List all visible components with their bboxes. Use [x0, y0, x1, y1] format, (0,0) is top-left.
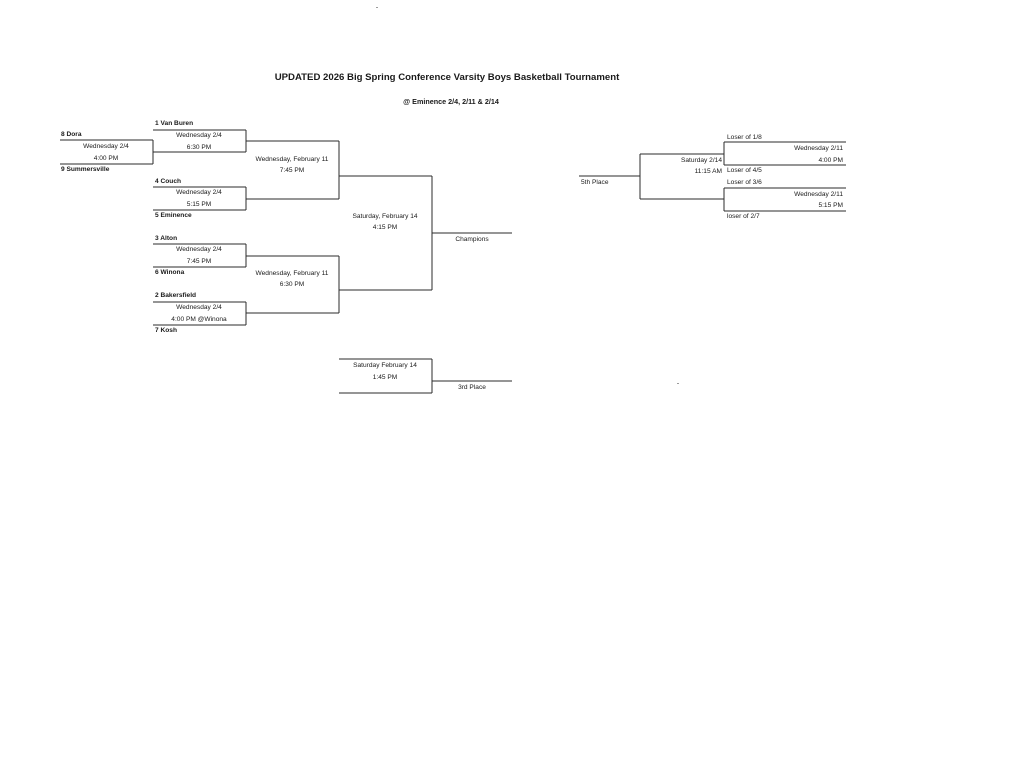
game-day: Saturday 2/14	[680, 157, 722, 164]
game-day: Saturday, February 14	[352, 213, 418, 220]
scan-speck	[376, 7, 378, 8]
game-time: 5:15 PM	[186, 201, 212, 208]
loser-4-5: Loser of 4/5	[727, 167, 762, 174]
game-time: 6:30 PM	[186, 144, 212, 151]
game-day: Wednesday 2/11	[794, 145, 843, 152]
team-alton: 3 Alton	[155, 235, 178, 242]
game-day: Wednesday 2/4	[176, 304, 222, 311]
game-day: Wednesday 2/4	[176, 246, 222, 253]
game-day: Wednesday, February 11	[255, 156, 329, 163]
team-eminence: 5 Eminence	[155, 212, 192, 219]
page-subtitle: @ Eminence 2/4, 2/11 & 2/14	[403, 97, 499, 106]
game-time: 7:45 PM	[186, 258, 212, 265]
team-dora: 8 Dora	[61, 131, 82, 138]
scan-speck	[677, 383, 679, 384]
team-winona: 6 Winona	[155, 269, 185, 276]
game-time: 7:45 PM	[279, 167, 305, 174]
game-time: 11:15 AM	[694, 168, 722, 175]
loser-1-8: Loser of 1/8	[727, 134, 762, 141]
game-day: Wednesday 2/4	[83, 143, 129, 150]
game-day: Wednesday 2/4	[176, 189, 222, 196]
third-place-label: 3rd Place	[458, 384, 486, 391]
champions-label: Champions	[455, 236, 489, 243]
team-kosh: 7 Kosh	[155, 327, 177, 334]
game-day: Wednesday 2/11	[794, 191, 843, 198]
game-time: 4:00 PM	[93, 155, 119, 162]
team-couch: 4 Couch	[155, 178, 182, 185]
game-time: 4:15 PM	[372, 224, 398, 231]
game-time: 4:00 PM	[818, 157, 843, 164]
game-time: 4:00 PM @Winona	[171, 316, 227, 323]
page-title: UPDATED 2026 Big Spring Conference Varsi…	[274, 72, 620, 83]
loser-2-7: loser of 2/7	[727, 213, 760, 220]
team-summersville: 9 Summersville	[61, 166, 110, 173]
game-time: 1:45 PM	[372, 374, 398, 381]
game-day: Wednesday, February 11	[255, 270, 329, 277]
game-day: Wednesday 2/4	[176, 132, 222, 139]
team-bakersfield: 2 Bakersfield	[155, 292, 197, 299]
team-van-buren: 1 Van Buren	[155, 120, 194, 127]
game-day: Saturday February 14	[353, 362, 417, 369]
game-time: 6:30 PM	[279, 281, 305, 288]
fifth-place-label: 5th Place	[581, 179, 609, 186]
loser-3-6: Loser of 3/6	[727, 179, 762, 186]
game-time: 5:15 PM	[818, 202, 843, 209]
